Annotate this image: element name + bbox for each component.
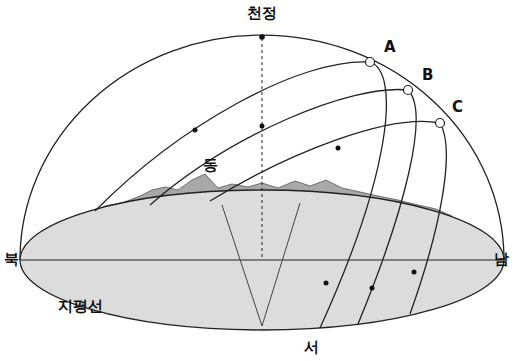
direction-label: 북: [4, 252, 19, 267]
horizon-label: 지평선: [58, 299, 103, 314]
zenith-label: 천정: [247, 6, 277, 21]
path-label: C: [452, 100, 463, 115]
direction-label: 서: [304, 340, 319, 355]
path-label: A: [384, 40, 396, 55]
direction-label: 남: [494, 252, 509, 267]
direction-label: 동: [203, 158, 218, 173]
path-label: B: [422, 68, 433, 83]
